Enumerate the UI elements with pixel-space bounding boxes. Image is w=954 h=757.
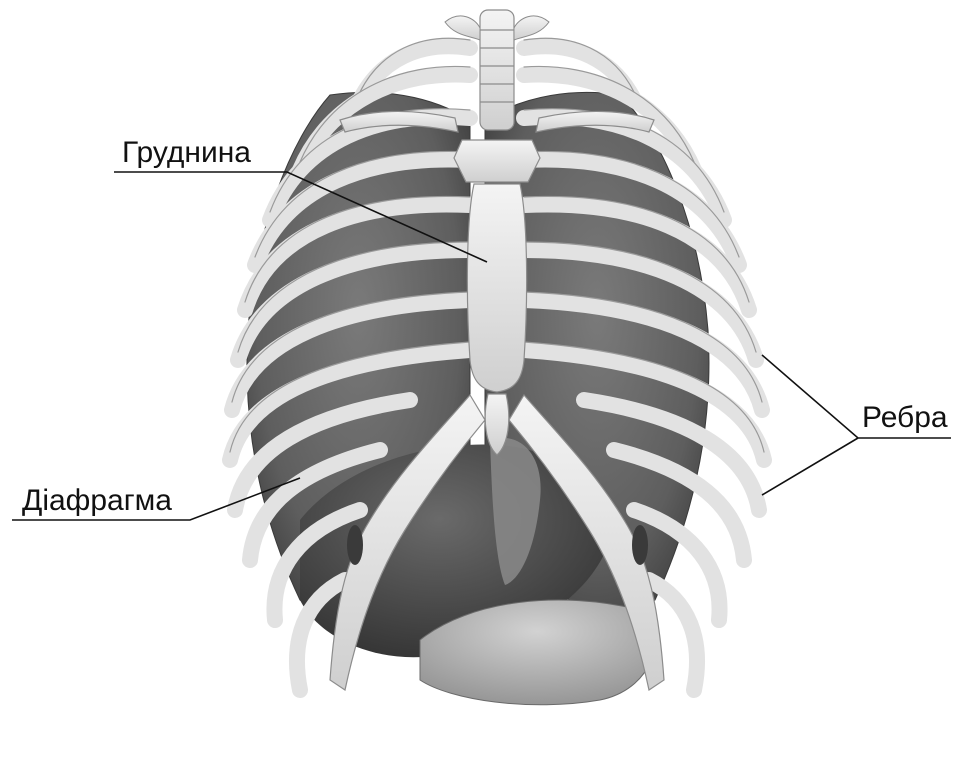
label-diaphragm: Діафрагма [22,484,172,517]
label-ribs: Ребра [862,401,948,434]
callout-diaphragm: Діафрагма [12,478,300,520]
callout-ribs: Ребра [762,355,951,495]
label-sternum: Груднина [122,136,251,169]
